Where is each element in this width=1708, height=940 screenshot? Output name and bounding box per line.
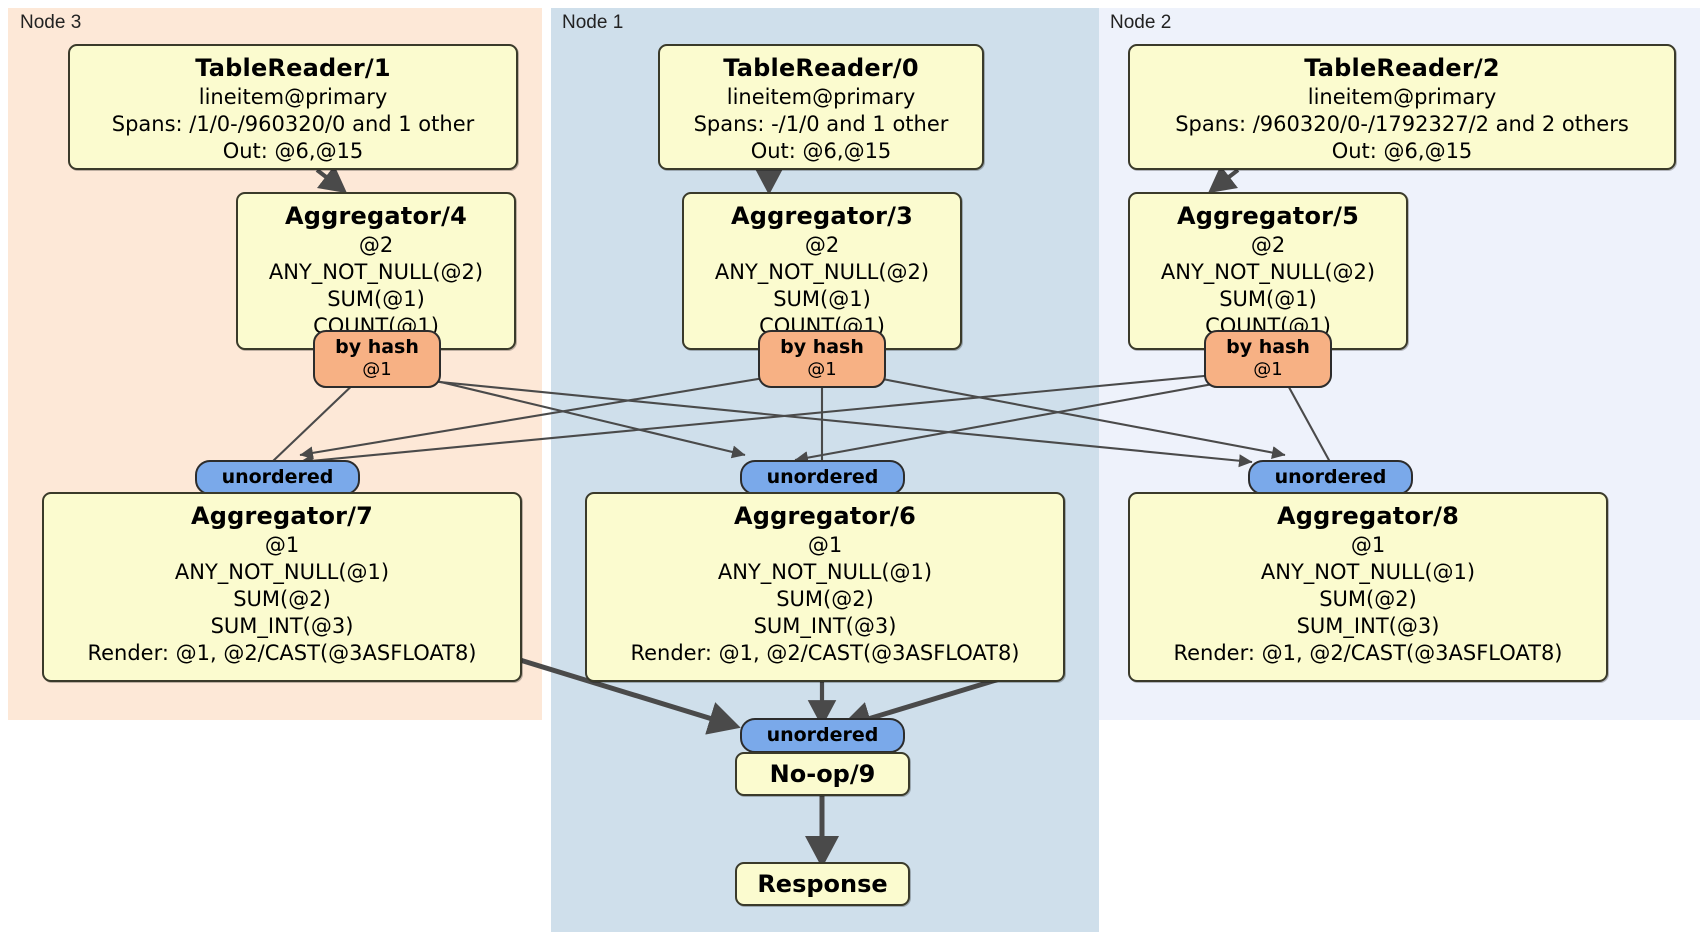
box-table: lineitem@primary (198, 85, 388, 109)
output-router-by-hash-right[interactable]: by hash @1 (1204, 330, 1332, 388)
box-func-3: SUM_INT(@3) (753, 614, 897, 638)
box-title: Aggregator/7 (190, 502, 374, 530)
processor-box-no-op-9[interactable]: No-op/9 (735, 752, 910, 796)
synchronizer-unordered-left[interactable]: unordered (195, 460, 360, 495)
box-title: Aggregator/6 (733, 502, 917, 530)
box-render: Render: @1, @2/CAST(@3ASFLOAT8) (630, 641, 1020, 665)
box-func-1: ANY_NOT_NULL(@1) (1260, 560, 1476, 584)
processor-box-tablereader-1[interactable]: TableReader/1 lineitem@primary Spans: /1… (68, 44, 518, 170)
box-spans: Spans: /1/0-/960320/0 and 1 other (111, 112, 475, 136)
box-out: Out: @6,@15 (1331, 139, 1473, 163)
box-title: TableReader/0 (723, 54, 919, 82)
output-router-by-hash-left[interactable]: by hash @1 (313, 330, 441, 388)
output-router-by-hash-middle[interactable]: by hash @1 (758, 330, 886, 388)
router-column: @1 (1253, 359, 1283, 380)
box-title: Aggregator/5 (1176, 202, 1360, 230)
box-func-1: ANY_NOT_NULL(@1) (717, 560, 933, 584)
node-label-node3: Node 3 (20, 12, 82, 33)
processor-box-tablereader-0[interactable]: TableReader/0 lineitem@primary Spans: -/… (658, 44, 984, 170)
box-func-1: ANY_NOT_NULL(@2) (1160, 260, 1376, 284)
box-spans: Spans: -/1/0 and 1 other (693, 112, 949, 136)
box-render: Render: @1, @2/CAST(@3ASFLOAT8) (87, 641, 477, 665)
processor-box-aggregator-3[interactable]: Aggregator/3 @2 ANY_NOT_NULL(@2) SUM(@1)… (682, 192, 962, 350)
box-func-3: SUM_INT(@3) (210, 614, 354, 638)
box-title: Aggregator/8 (1276, 502, 1460, 530)
box-func-3: SUM_INT(@3) (1296, 614, 1440, 638)
box-group: @1 (807, 533, 843, 557)
processor-box-aggregator-8[interactable]: Aggregator/8 @1 ANY_NOT_NULL(@1) SUM(@2)… (1128, 492, 1608, 682)
processor-box-tablereader-2[interactable]: TableReader/2 lineitem@primary Spans: /9… (1128, 44, 1676, 170)
box-func-2: SUM(@2) (776, 587, 874, 611)
synchronizer-unordered-right[interactable]: unordered (1248, 460, 1413, 495)
box-group: @1 (264, 533, 300, 557)
router-label: by hash (335, 336, 419, 358)
router-column: @1 (362, 359, 392, 380)
synchronizer-unordered-middle[interactable]: unordered (740, 460, 905, 495)
box-group: @1 (1350, 533, 1386, 557)
node-label-node1: Node 1 (562, 12, 624, 33)
box-func-2: SUM(@1) (1219, 287, 1317, 311)
box-func-2: SUM(@2) (1319, 587, 1417, 611)
router-label: by hash (780, 336, 864, 358)
box-out: Out: @6,@15 (750, 139, 892, 163)
box-func-2: SUM(@1) (773, 287, 871, 311)
processor-box-aggregator-6[interactable]: Aggregator/6 @1 ANY_NOT_NULL(@1) SUM(@2)… (585, 492, 1065, 682)
box-spans: Spans: /960320/0-/1792327/2 and 2 others (1175, 112, 1629, 136)
router-column: @1 (807, 359, 837, 380)
box-table: lineitem@primary (726, 85, 916, 109)
node-label-node2: Node 2 (1110, 12, 1172, 33)
box-func-1: ANY_NOT_NULL(@2) (714, 260, 930, 284)
box-group: @2 (1250, 233, 1286, 257)
box-group: @2 (804, 233, 840, 257)
box-title: TableReader/1 (195, 54, 391, 82)
box-func-2: SUM(@2) (233, 587, 331, 611)
box-title: Aggregator/4 (284, 202, 468, 230)
box-render: Render: @1, @2/CAST(@3ASFLOAT8) (1173, 641, 1563, 665)
box-func-2: SUM(@1) (327, 287, 425, 311)
box-out: Out: @6,@15 (222, 139, 364, 163)
box-func-1: ANY_NOT_NULL(@1) (174, 560, 390, 584)
box-title: Aggregator/3 (730, 202, 914, 230)
processor-box-aggregator-5[interactable]: Aggregator/5 @2 ANY_NOT_NULL(@2) SUM(@1)… (1128, 192, 1408, 350)
processor-box-response[interactable]: Response (735, 862, 910, 906)
box-func-1: ANY_NOT_NULL(@2) (268, 260, 484, 284)
processor-box-aggregator-7[interactable]: Aggregator/7 @1 ANY_NOT_NULL(@1) SUM(@2)… (42, 492, 522, 682)
box-title: TableReader/2 (1304, 54, 1500, 82)
box-table: lineitem@primary (1307, 85, 1497, 109)
router-label: by hash (1226, 336, 1310, 358)
synchronizer-unordered-final[interactable]: unordered (740, 718, 905, 753)
processor-box-aggregator-4[interactable]: Aggregator/4 @2 ANY_NOT_NULL(@2) SUM(@1)… (236, 192, 516, 350)
box-group: @2 (358, 233, 394, 257)
